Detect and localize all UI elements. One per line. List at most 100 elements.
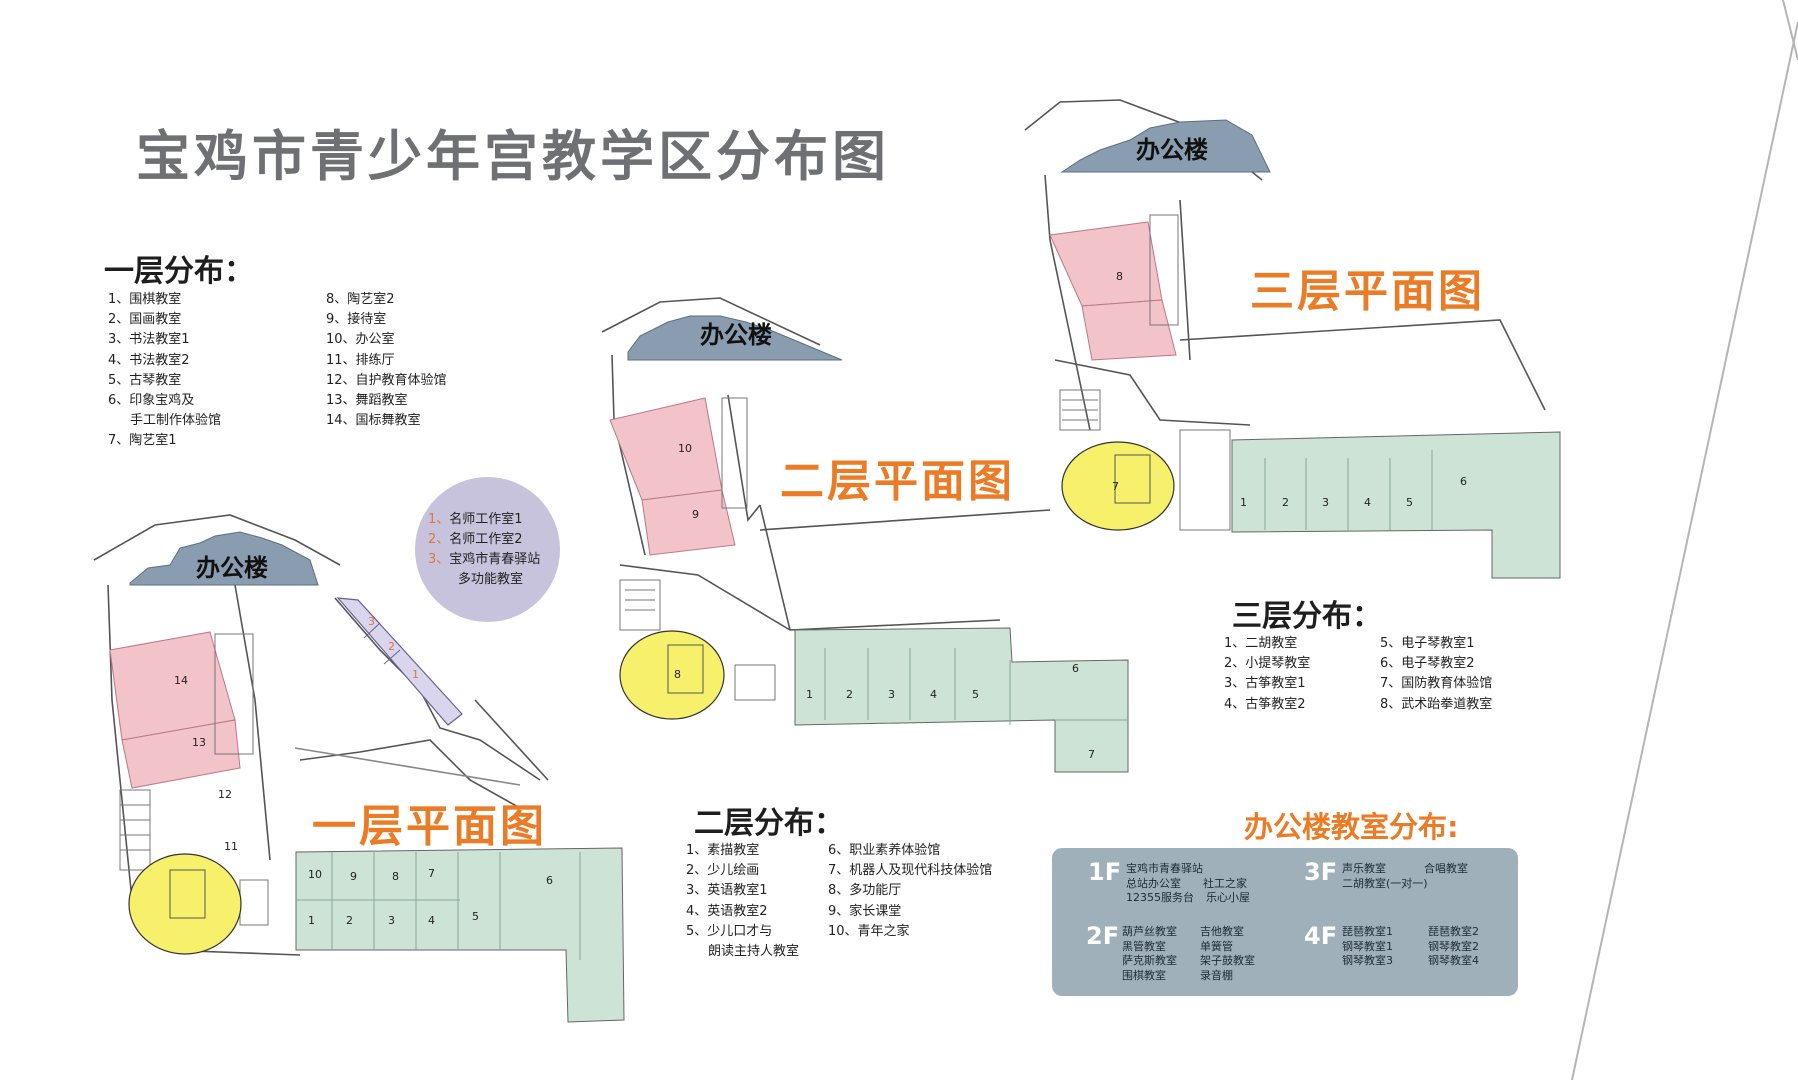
- list-item: 13、舞蹈教室: [326, 393, 408, 409]
- room-13: [121, 719, 241, 789]
- list-item: 6、职业素养体验馆: [828, 843, 941, 858]
- list-item: 2、名师工作室2: [428, 532, 523, 547]
- floor1-plan-title: 一层平面图: [312, 801, 547, 852]
- list-item: 8、陶艺室2: [326, 292, 395, 307]
- floor2-plan-title: 二层平面图: [780, 456, 1015, 507]
- floor1-list-right: 8、陶艺室2 9、接待室 10、办公室 11、排练厅 12、自护教育体验馆 13…: [326, 290, 447, 431]
- room-label: 4: [1364, 496, 1371, 509]
- green-classrooms: [1231, 431, 1561, 579]
- list-item: 3、英语教室1: [686, 883, 768, 899]
- list-item: 5、少儿口才与: [686, 923, 773, 939]
- room-label: 8: [1116, 270, 1123, 283]
- list-item: 14、国标舞教室: [326, 413, 421, 429]
- room-label: 3: [1322, 496, 1329, 509]
- page-title: 宝鸡市青少年宫教学区分布图: [136, 125, 890, 188]
- list-item: 2、少儿绘画: [686, 863, 760, 879]
- office-building-shape: [129, 531, 319, 586]
- list-item: 3、古筝教室1: [1224, 676, 1306, 692]
- floor2-list-right: 6、职业素养体验馆 7、机器人及现代科技体验馆 8、多功能厅 9、家长课堂 10…: [828, 841, 992, 942]
- list-item: 7、国防教育体验馆: [1380, 676, 1493, 692]
- room-label: 2: [346, 914, 353, 927]
- multipurpose-hall-oval: [619, 630, 725, 720]
- floor-label-3f: 3F: [1304, 858, 1338, 886]
- list-item: 5、古琴教室: [108, 372, 182, 388]
- room-label: 11: [224, 840, 238, 853]
- room-label: 6: [1460, 475, 1467, 488]
- room-9: [641, 489, 736, 556]
- studio-legend-list: 1、名师工作室1 2、名师工作室2 3、宝鸡市青春驿站 多功能教室: [428, 510, 540, 590]
- room-label: 12: [218, 788, 232, 801]
- room-label: 3: [388, 914, 395, 927]
- list-item: 12、自护教育体验馆: [326, 372, 447, 388]
- list-item: 3、书法教室1: [108, 332, 190, 348]
- list-item: 9、接待室: [326, 312, 387, 328]
- green-classrooms: [295, 847, 625, 1023]
- rehearsal-hall-oval: [128, 853, 242, 955]
- office-2f-col1: 葫芦丝教室 黑管教室 萨克斯教室 围棋教室: [1122, 925, 1177, 982]
- room-label: 3: [888, 688, 895, 701]
- room-label: 5: [972, 688, 979, 701]
- room-label: 1: [1240, 496, 1247, 509]
- office-3f-text: 声乐教室合唱教室 二胡教室(一对一): [1342, 862, 1468, 890]
- office-building-label: 办公楼: [1136, 136, 1208, 164]
- list-item: 2、小提琴教室: [1224, 656, 1311, 672]
- list-item: 4、书法教室2: [108, 352, 190, 368]
- list-item: 3、宝鸡市青春驿站: [428, 552, 541, 567]
- room-label: 10: [678, 442, 692, 455]
- room-label: 1: [412, 668, 419, 681]
- list-item: 6、电子琴教室2: [1380, 656, 1475, 672]
- list-item: 6、印象宝鸡及: [108, 393, 195, 409]
- purple-studios: [336, 597, 463, 726]
- list-item: 1、二胡教室: [1224, 636, 1298, 651]
- room-label: 2: [846, 688, 853, 701]
- room-label: 4: [930, 688, 937, 701]
- list-item: 7、陶艺室1: [108, 433, 177, 449]
- room-label: 5: [472, 910, 479, 923]
- office-1f-text: 宝鸡市青春驿站 总站办公室社工之家 12355服务台乐心小屋: [1126, 862, 1250, 904]
- room-label: 8: [392, 870, 399, 883]
- room-label: 3: [368, 615, 375, 628]
- room-label: 2: [1282, 496, 1289, 509]
- office-building-shape: [1060, 119, 1271, 173]
- floor3-heading: 三层分布：: [1232, 599, 1382, 634]
- list-item: 8、多功能厅: [828, 883, 902, 899]
- office-distribution-panel: [1052, 848, 1518, 996]
- list-item: 朗读主持人教室: [708, 944, 800, 960]
- room-label: 6: [546, 874, 553, 887]
- list-item: 1、围棋教室: [108, 292, 182, 307]
- floor-label-4f: 4F: [1304, 922, 1338, 950]
- defense-hall-oval: [1061, 441, 1175, 531]
- floor2-list-left: 1、素描教室 2、少儿绘画 3、英语教室1 4、英语教室2 5、少儿口才与 朗读…: [686, 841, 799, 962]
- list-item: 10、办公室: [326, 332, 395, 348]
- room-label: 7: [1088, 748, 1095, 761]
- room-label: 9: [350, 870, 357, 883]
- floor3-list-left: 1、二胡教室 2、小提琴教室 3、古筝教室1 4、古筝教室2: [1224, 634, 1310, 715]
- room-label: 13: [192, 736, 206, 749]
- studio-legend-circle: [415, 477, 560, 622]
- room-label: 5: [1406, 496, 1413, 509]
- office-building-shape: [627, 315, 843, 361]
- list-item: 1、素描教室: [686, 843, 760, 858]
- list-item: 11、排练厅: [326, 352, 395, 368]
- office-4f-col2: 琵琶教室2 钢琴教室2 钢琴教室4: [1428, 925, 1479, 967]
- floor2-heading: 二层分布：: [694, 806, 844, 841]
- office-building-label: 办公楼: [196, 554, 268, 582]
- room-label: 10: [308, 868, 322, 881]
- list-item: 8、武术跆拳道教室: [1380, 696, 1493, 712]
- floor3-plan-title: 三层平面图: [1250, 266, 1485, 317]
- list-item: 2、国画教室: [108, 312, 182, 328]
- list-item: 1、名师工作室1: [428, 512, 523, 527]
- room-label: 1: [308, 914, 315, 927]
- floor-label-2f: 2F: [1086, 922, 1120, 950]
- room-label: 1: [806, 688, 813, 701]
- list-item: 9、家长课堂: [828, 903, 902, 919]
- list-item: 7、机器人及现代科技体验馆: [828, 863, 993, 879]
- floor1-list-left: 1、围棋教室 2、国画教室 3、书法教室1 4、书法教室2 5、古琴教室 6、印…: [108, 290, 221, 452]
- floor-label-1f: 1F: [1088, 858, 1122, 886]
- room-8-upper: [1049, 221, 1163, 307]
- room-label: 7: [1112, 480, 1119, 493]
